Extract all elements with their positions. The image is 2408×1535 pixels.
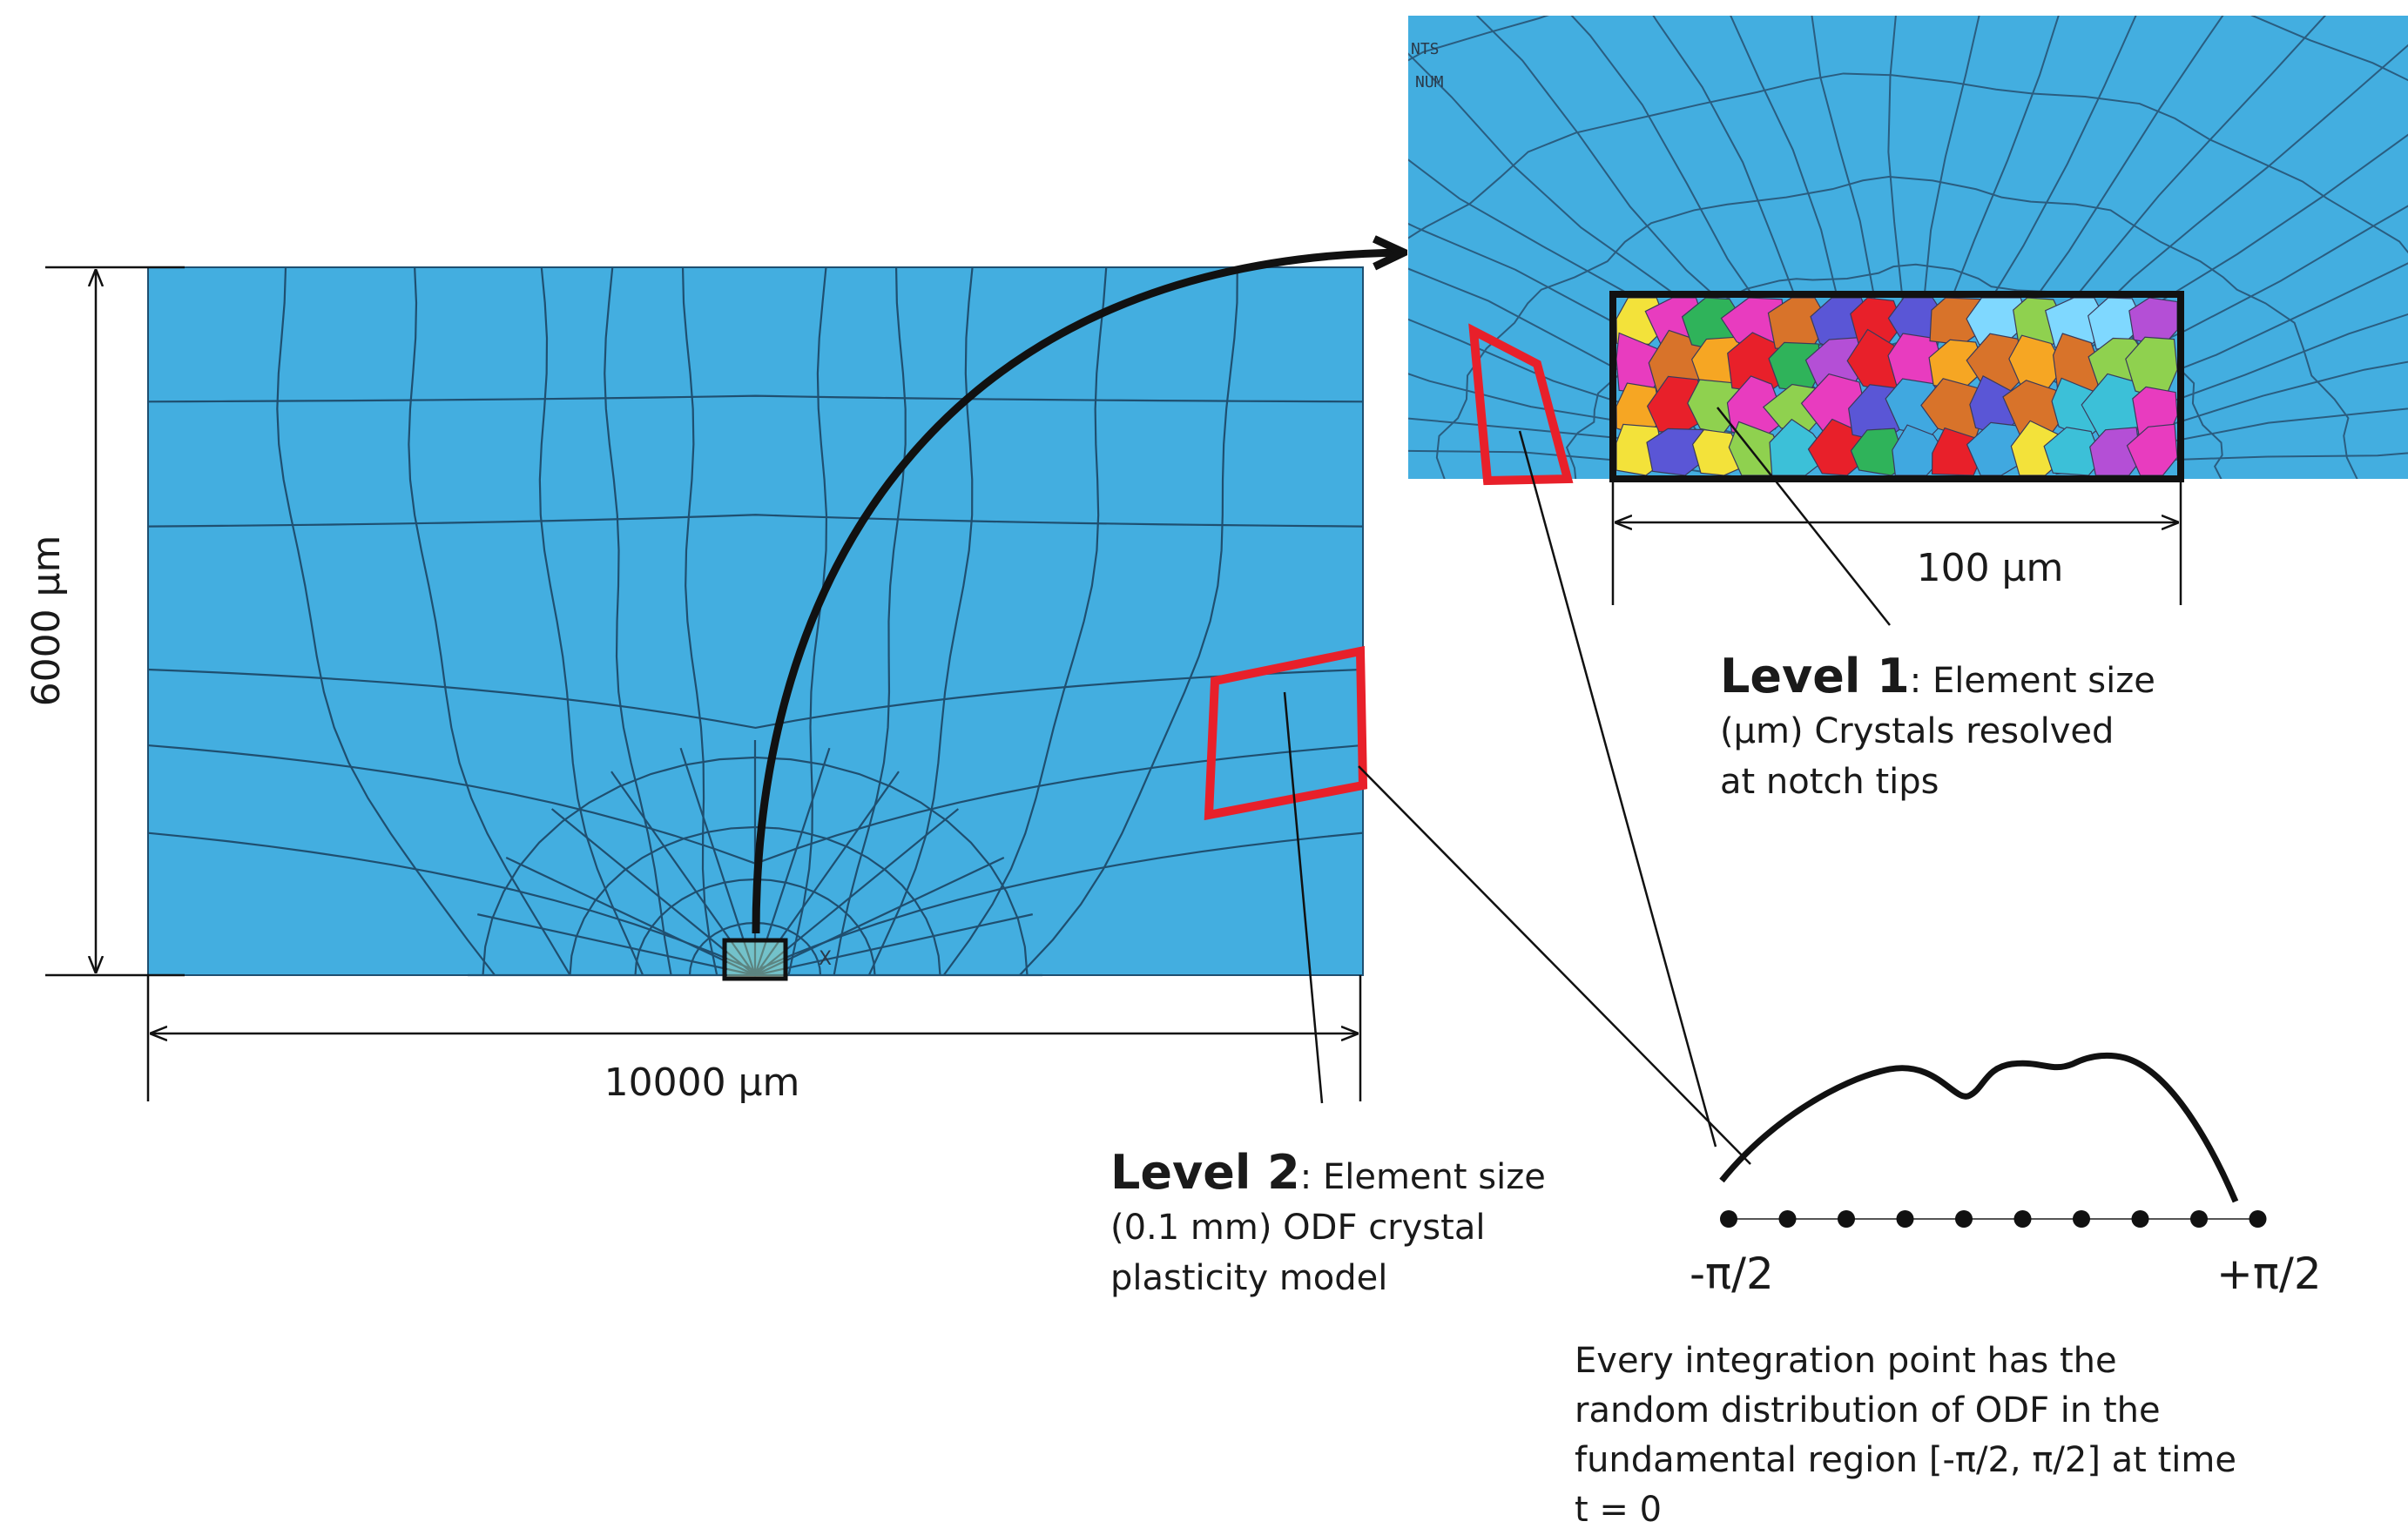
crystal-region-box — [1609, 291, 2184, 482]
mesh-line — [1918, 16, 1980, 379]
inset-width-dimension — [1611, 479, 2182, 605]
mesh-line — [2051, 407, 2408, 470]
mesh-line — [753, 747, 831, 976]
leader-lines — [1283, 407, 1891, 1165]
notch-box — [722, 938, 788, 981]
axis-left-label: -π/2 — [1690, 1249, 1774, 1299]
mesh-line — [477, 913, 756, 977]
odf-curve — [1719, 1052, 2239, 1203]
level2-caption: Level 2: Element size (0.1 mm) ODF cryst… — [1110, 1148, 1589, 1303]
mesh-line — [679, 747, 757, 976]
level2-highlight-element — [1204, 645, 1368, 821]
crystal-grains — [1615, 297, 2178, 476]
mesh-line — [1887, 16, 1906, 385]
multiscale-mesh-diagram: X NTS NUM 60 — [24, 16, 2408, 1299]
integration-point — [2131, 1210, 2149, 1228]
mesh-line — [2038, 360, 2408, 461]
mesh-line — [550, 808, 756, 976]
mesh-line — [538, 266, 644, 976]
mesh-line — [505, 857, 756, 976]
mesh-line — [833, 266, 907, 976]
height-dimension-label: 6000 µm — [24, 535, 69, 707]
integration-point — [2013, 1210, 2032, 1228]
width-dimension-label: 10000 µm — [604, 1060, 800, 1105]
height-dimension — [45, 266, 185, 977]
integration-point — [1896, 1210, 1914, 1228]
mesh-line — [1019, 266, 1238, 976]
integration-point — [2249, 1210, 2267, 1228]
curved-arrow-icon — [752, 252, 1404, 934]
integration-point — [1838, 1210, 1855, 1228]
axis-right-label: +π/2 — [2216, 1249, 2322, 1299]
fine-mesh-inset: NTS NUM — [1408, 16, 2408, 494]
mesh-line — [147, 394, 1364, 403]
mesh-line — [482, 756, 1029, 976]
mesh-line — [276, 266, 496, 976]
level2-title: Level 2 — [1110, 1145, 1300, 1200]
level1-description: : Element size (µm) Crystals resolved at… — [1720, 661, 2155, 802]
mesh-line — [1408, 417, 1757, 462]
mesh-line — [787, 266, 828, 976]
integration-point — [1720, 1210, 1737, 1228]
mesh-line — [1408, 318, 1754, 439]
mesh-line — [681, 266, 718, 976]
mesh-line — [754, 913, 1033, 977]
notch-region: X — [722, 938, 832, 981]
integration-point — [2073, 1210, 2090, 1228]
inset-tag-2: NUM — [1415, 73, 1444, 91]
mesh-line — [569, 825, 941, 976]
mesh-line — [604, 266, 672, 976]
mesh-line — [2051, 481, 2408, 494]
inset-tag-1: NTS — [1411, 40, 1440, 58]
integration-point — [2190, 1210, 2208, 1228]
width-dimension — [146, 975, 1362, 1101]
mesh-line — [1926, 16, 2060, 380]
mesh-line — [1730, 16, 1859, 392]
mesh-line — [2055, 452, 2408, 475]
mesh-line — [942, 266, 1108, 976]
odf-plot — [1719, 1052, 2267, 1228]
level1-caption: Level 1: Element size (µm) Crystals reso… — [1720, 651, 2155, 807]
integration-point — [1955, 1210, 1973, 1228]
mesh-line — [754, 857, 1005, 976]
mesh-line — [1408, 449, 1754, 479]
inset-dimension-label: 100 µm — [1917, 546, 2064, 590]
integration-point-note: Every integration point has the random d… — [1575, 1341, 2236, 1530]
mesh-line — [1435, 175, 2358, 479]
mesh-line — [1408, 373, 1756, 448]
integration-point — [1778, 1210, 1797, 1228]
mesh-line — [408, 266, 571, 976]
mesh-line — [867, 266, 974, 976]
coord-x-label: X — [819, 948, 832, 970]
mesh-line — [147, 668, 1364, 730]
level2-description: : Element size (0.1 mm) ODF crystal plas… — [1110, 1157, 1546, 1298]
mesh-line — [147, 514, 1364, 528]
level2-element-inset — [1468, 323, 1574, 486]
level1-title: Level 1 — [1720, 649, 1910, 704]
mesh-line — [754, 808, 960, 976]
mesh-line — [1408, 72, 2408, 254]
